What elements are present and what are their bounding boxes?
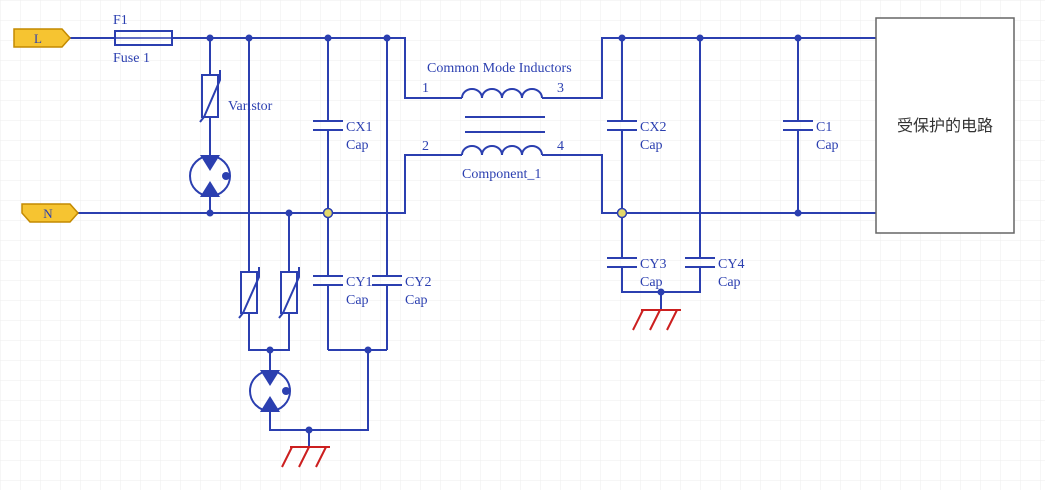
junction-dot xyxy=(657,288,665,296)
choke-title-label: Common Mode Inductors xyxy=(427,61,572,76)
capacitor-cy1[interactable] xyxy=(313,275,343,286)
varistor-lower-right[interactable] xyxy=(278,267,300,319)
junction-dot xyxy=(618,34,626,42)
wire-l-bus xyxy=(172,37,462,99)
capacitor-cy2[interactable] xyxy=(372,275,402,286)
cx1-name-label: Cap xyxy=(346,138,369,153)
choke-name-label: Component_1 xyxy=(462,167,541,182)
junction-dot xyxy=(696,34,704,42)
cy1-name-label: Cap xyxy=(346,293,369,308)
capacitor-c1[interactable] xyxy=(783,120,813,131)
cy2-ref-label: CY2 xyxy=(405,275,431,290)
cy2-name-label: Cap xyxy=(405,293,428,308)
fuse-name-label: Fuse 1 xyxy=(113,51,150,66)
ground-icon xyxy=(281,446,330,468)
port-n[interactable]: N xyxy=(21,203,80,223)
varistor-lower-left[interactable] xyxy=(238,267,260,319)
wire-cy-ground xyxy=(269,350,369,431)
junction-dot xyxy=(266,346,274,354)
wire-n-bus xyxy=(70,154,462,214)
junction-dot xyxy=(383,34,391,42)
junctions xyxy=(206,34,802,434)
protected-circuit-label: 受保护的电路 xyxy=(897,117,993,135)
junction-cross-dot xyxy=(322,207,334,219)
port-l-label: L xyxy=(34,31,42,46)
common-mode-choke[interactable] xyxy=(461,88,545,156)
junction-dot xyxy=(285,209,293,217)
ground-icon xyxy=(632,309,681,331)
c1-name-label: Cap xyxy=(816,138,839,153)
varistor-label: Varistor xyxy=(228,99,273,114)
cx2-name-label: Cap xyxy=(640,138,663,153)
cy4-ref-label: CY4 xyxy=(718,257,744,272)
junction-dot xyxy=(245,34,253,42)
junction-dot xyxy=(305,426,313,434)
cy3-name-label: Cap xyxy=(640,275,663,290)
junction-dot xyxy=(324,34,332,42)
junction-dot xyxy=(794,34,802,42)
choke-pin1-label: 1 xyxy=(422,81,429,96)
junction-dot xyxy=(206,34,214,42)
port-n-label: N xyxy=(43,206,53,221)
capacitor-cy4[interactable] xyxy=(685,257,715,268)
wire-out-l xyxy=(542,37,876,99)
gas-discharge-tube-top[interactable] xyxy=(189,155,231,197)
junction-cross-dot xyxy=(616,207,628,219)
wires xyxy=(70,37,876,447)
cx2-ref-label: CX2 xyxy=(640,120,666,135)
junction-dot xyxy=(364,346,372,354)
choke-pin3-label: 3 xyxy=(557,81,564,96)
wire-out-n xyxy=(542,154,876,214)
capacitor-cx2[interactable] xyxy=(607,120,637,131)
cy3-ref-label: CY3 xyxy=(640,257,666,272)
fuse-ref-label: F1 xyxy=(113,13,128,28)
cy1-ref-label: CY1 xyxy=(346,275,372,290)
capacitor-cy3[interactable] xyxy=(607,257,637,268)
c1-ref-label: C1 xyxy=(816,120,832,135)
cx1-ref-label: CX1 xyxy=(346,120,372,135)
choke-pin4-label: 4 xyxy=(557,139,564,154)
fuse-f1[interactable] xyxy=(114,30,173,46)
choke-pin2-label: 2 xyxy=(422,139,429,154)
choke-winding-top xyxy=(461,88,543,99)
port-l[interactable]: L xyxy=(13,28,72,48)
junction-dot xyxy=(206,209,214,217)
capacitor-cx1[interactable] xyxy=(313,120,343,131)
choke-winding-bottom xyxy=(461,145,543,156)
cy4-name-label: Cap xyxy=(718,275,741,290)
junction-dot xyxy=(794,209,802,217)
varistor-top[interactable] xyxy=(199,70,221,123)
protected-circuit-block[interactable]: 受保护的电路 xyxy=(875,17,1015,234)
gas-discharge-tube-lower[interactable] xyxy=(249,370,291,412)
